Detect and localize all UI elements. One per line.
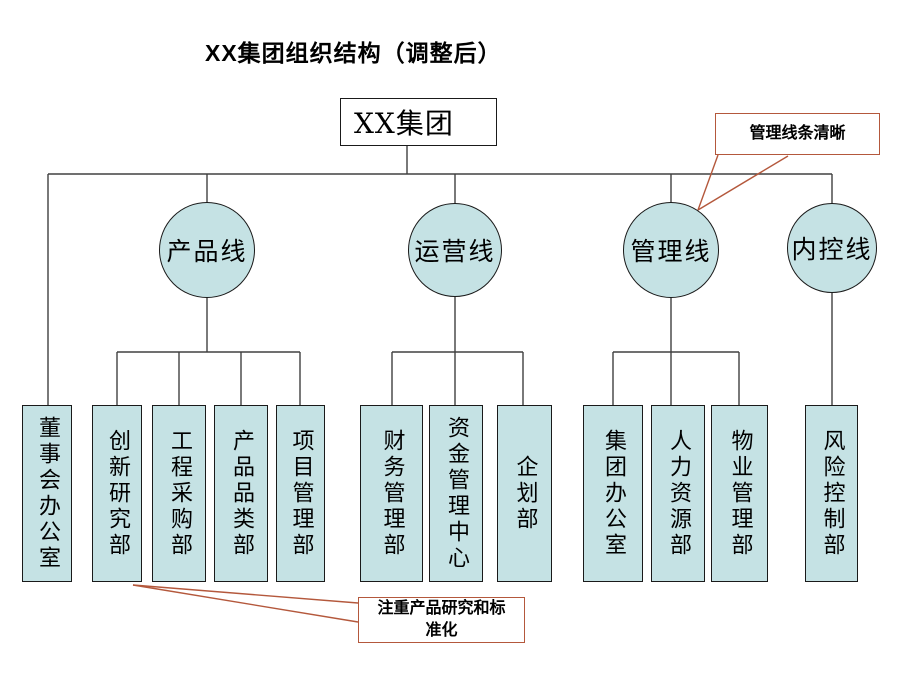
dept-label: 人力资源部: [666, 428, 691, 559]
dept-planning: 企划部: [497, 405, 552, 582]
dept-label: 企划部: [512, 454, 538, 533]
dept-human-resources: 人力资源部: [651, 405, 705, 582]
circle-internal-control-line: 内控线: [787, 203, 877, 293]
org-connectors: [47, 146, 833, 405]
circle-operations-line: 运营线: [408, 203, 502, 297]
dept-label: 财务管理部: [379, 428, 405, 559]
dept-label: 资金管理中心: [444, 415, 469, 572]
dept-property-management: 物业管理部: [711, 405, 768, 582]
dept-label: 风险控制部: [819, 428, 845, 559]
dept-finance-management: 财务管理部: [360, 405, 423, 582]
dept-risk-control: 风险控制部: [805, 405, 858, 582]
callout-leader-lines: [132, 154, 789, 623]
circle-management-line: 管理线: [623, 202, 719, 298]
dept-engineering-procurement: 工程采购部: [152, 405, 206, 582]
dept-label: 集团办公室: [601, 428, 626, 559]
dept-product-category: 产品品类部: [214, 405, 268, 582]
dept-label: 工程采购部: [167, 428, 192, 559]
dept-project-management: 项目管理部: [276, 405, 325, 582]
dept-fund-management-center: 资金管理中心: [429, 405, 483, 582]
dept-innovation-research: 创新研究部: [92, 405, 142, 582]
dept-label: 董事会办公室: [35, 415, 60, 572]
callout-product-research: 注重产品研究和标准化: [358, 597, 525, 643]
root-node-group: XX集团: [340, 98, 497, 146]
dept-label: 物业管理部: [727, 428, 753, 559]
dept-group-office: 集团办公室: [583, 405, 643, 582]
callout-management-clear: 管理线条清晰: [715, 113, 880, 155]
dept-label: 项目管理部: [288, 428, 314, 559]
dept-board-office: 董事会办公室: [22, 405, 72, 582]
dept-label: 产品品类部: [229, 428, 254, 559]
circle-product-line: 产品线: [159, 202, 255, 298]
dept-label: 创新研究部: [105, 428, 130, 559]
page-title: XX集团组织结构（调整后）: [205, 40, 502, 66]
